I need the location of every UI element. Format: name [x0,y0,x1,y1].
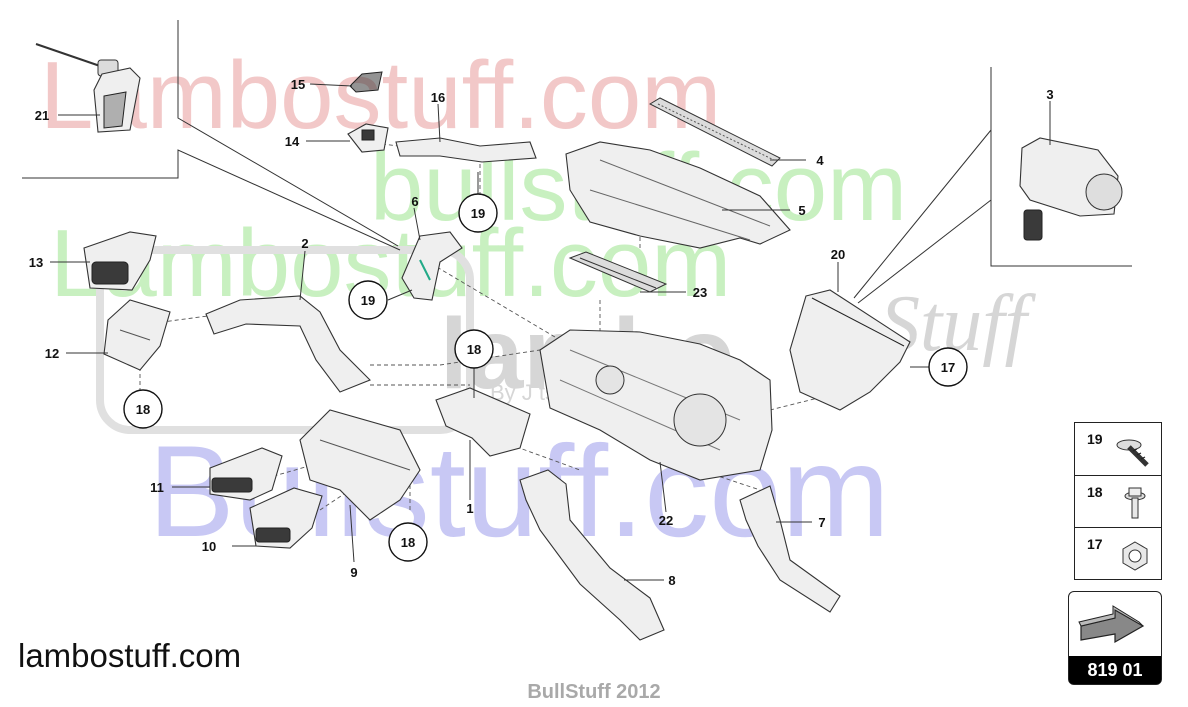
callout-19: 19 [458,193,498,233]
callout-number: 15 [291,77,305,92]
callout-circle [458,193,498,233]
callout-number: 22 [659,513,673,528]
callout-1: 1 [466,501,473,516]
expanding-rivet-icon [1116,439,1149,467]
callout-number: 19 [361,293,375,308]
callout-number: 17 [941,360,955,375]
callout-21: 21 [35,108,49,123]
callout-number: 21 [35,108,49,123]
inset-frame-right [853,67,1132,304]
callout-number: 18 [401,535,415,550]
inset-frame-left [22,20,401,251]
legend-number: 18 [1087,484,1103,500]
legend-number: 17 [1087,536,1103,552]
callout-number: 3 [1046,87,1053,102]
callout-6: 6 [411,194,418,209]
leader-lines [50,83,1051,581]
callout-number: 16 [431,90,445,105]
callout-circle [123,389,163,429]
callout-number: 4 [816,153,824,168]
callout-number: 20 [831,247,845,262]
callout-17: 17 [928,347,968,387]
part-1-duct [435,387,531,457]
footer-credit: BullStuff 2012 [527,681,661,703]
callout-11: 11 [150,480,164,495]
callout-16: 16 [431,90,445,105]
callout-18: 18 [123,389,163,429]
hardware-legend: 19 18 17 [1074,422,1162,580]
part-13-vent [83,231,157,291]
part-4-seal-strip [648,97,781,167]
part-15-clip [349,71,383,93]
callout-9: 9 [350,565,357,580]
next-page-button[interactable]: 819 01 [1068,591,1162,685]
callout-circle [454,329,494,369]
callout-18: 18 [454,329,494,369]
callout-number: 2 [301,236,308,251]
part-9-bracket [299,409,421,521]
callout-18: 18 [388,522,428,562]
callout-number: 8 [668,573,675,588]
callout-number: 11 [150,480,164,495]
callout-number: 10 [202,539,216,554]
callout-circle [388,522,428,562]
callout-2: 2 [301,236,308,251]
legend-number: 19 [1087,431,1103,447]
watermark-tagline: By J ts [490,380,556,405]
callout-number: 19 [471,206,485,221]
part-12-bracket [103,299,171,371]
flange-bolt-icon [1124,487,1146,519]
callout-number: 9 [350,565,357,580]
part-16-duct [395,137,537,163]
part-6-air-guide [401,231,463,301]
callout-10: 10 [202,539,216,554]
callout-7: 7 [818,515,825,530]
hex-nut-icon [1122,541,1148,571]
legend-row: 18 [1075,475,1161,528]
part-8-long-duct [519,469,665,641]
part-3-actuator [1019,137,1123,241]
site-label: lambostuff.com [18,637,242,674]
callout-number: 5 [798,203,805,218]
next-page-arrow-icon [1078,605,1145,644]
callout-5: 5 [798,203,805,218]
callout-circle [348,280,388,320]
part-5-cover [565,141,791,249]
callout-number: 1 [466,501,473,516]
legend-row: 19 [1075,423,1161,475]
callout-number: 12 [45,346,59,361]
callout-22: 22 [659,513,673,528]
part-22-hvac-unit [539,329,773,481]
callout-3: 3 [1046,87,1053,102]
callout-13: 13 [29,255,43,270]
callout-14: 14 [285,134,300,149]
callout-23: 23 [693,285,707,300]
callout-15: 15 [291,77,305,92]
callout-number: 14 [285,134,300,149]
callout-circle [928,347,968,387]
part-21-sensor [35,43,141,133]
part-23-filter-frame [568,251,668,293]
part-7-duct [739,485,841,613]
callout-number: 6 [411,194,418,209]
part-2-duct [205,295,371,393]
callout-number: 7 [818,515,825,530]
callout-number: 23 [693,285,707,300]
callout-number: 13 [29,255,43,270]
callout-19: 19 [348,280,388,320]
callout-8: 8 [668,573,675,588]
callout-20: 20 [831,247,845,262]
part-20-duct-box [789,289,911,411]
page-code: 819 01 [1069,656,1161,684]
legend-row: 17 [1075,527,1161,580]
callout-number: 18 [467,342,481,357]
callout-number: 18 [136,402,150,417]
part-11-vent [209,447,283,501]
callout-12: 12 [45,346,59,361]
part-14-bracket [347,123,389,153]
callout-4: 4 [816,153,824,168]
